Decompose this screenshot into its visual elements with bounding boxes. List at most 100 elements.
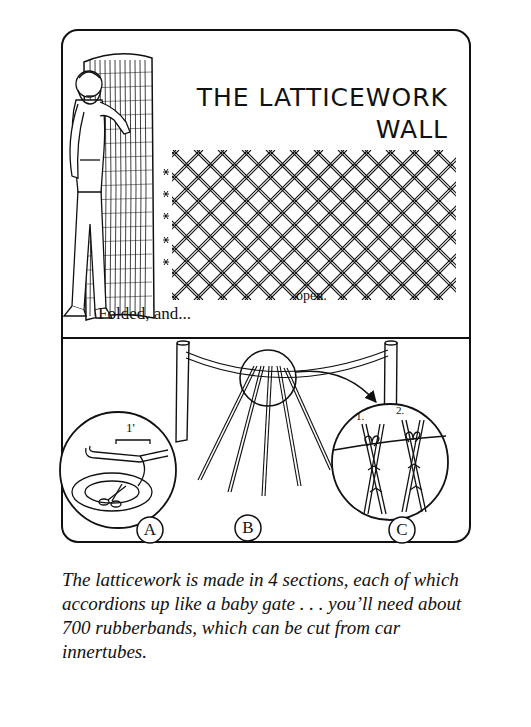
open-lattice (172, 150, 248, 300)
drawing-label: open. (296, 288, 327, 304)
open-lattice (172, 150, 320, 300)
open-lattice (413, 150, 456, 300)
inset-tying (362, 424, 382, 514)
lattice-ends (164, 191, 168, 197)
man-figure (79, 72, 100, 78)
inset-tying (332, 404, 448, 520)
lattice-ends (164, 169, 168, 175)
inset-tying (332, 404, 448, 520)
lattice-strips (265, 366, 272, 496)
drawing-label: 1' (126, 420, 135, 436)
inset-tying (365, 436, 379, 446)
open-lattice (242, 150, 392, 300)
open-lattice (413, 150, 456, 300)
lattice-strips (228, 366, 261, 492)
badge-circle (137, 517, 163, 543)
man-figure (70, 104, 84, 178)
folded-lattice (125, 60, 126, 316)
man-figure (80, 159, 100, 160)
open-lattice (218, 150, 368, 300)
fence-post (385, 341, 397, 345)
badge-circle (389, 517, 415, 543)
open-lattice (172, 150, 272, 300)
inset-innertube (86, 448, 140, 462)
open-lattice (172, 150, 299, 300)
inset-tying (368, 466, 382, 492)
folded-lattice (145, 60, 146, 316)
open-lattice (245, 150, 395, 300)
lattice-strips (198, 366, 333, 496)
man-figure (86, 95, 94, 96)
badge-letter: B (234, 514, 262, 542)
open-lattice (172, 150, 251, 300)
drawing-label: 1. (356, 410, 364, 422)
inset-innertube (140, 450, 168, 456)
open-lattice (434, 150, 456, 300)
lattice-ends (164, 259, 168, 265)
open-lattice (293, 150, 443, 300)
inset-tying (406, 420, 424, 512)
lattice-strips (231, 366, 264, 492)
open-lattice (434, 150, 456, 300)
lattice-ends (163, 169, 169, 265)
folded-lattice (115, 60, 116, 316)
open-lattice (221, 150, 371, 300)
open-lattice (172, 150, 296, 300)
open-lattice (173, 150, 323, 300)
lattice-ends (164, 237, 168, 243)
drawing-label: 2. (396, 404, 404, 416)
open-lattice (197, 150, 347, 300)
folded-lattice (120, 60, 121, 316)
zoom-arrow (296, 371, 376, 402)
inset-innertube (116, 440, 150, 444)
inset-tying (402, 420, 422, 512)
open-lattice (365, 150, 456, 300)
lattice-ends (164, 259, 168, 265)
lattice-ends (164, 213, 168, 219)
open-lattice (172, 150, 456, 300)
man-figure (64, 306, 86, 316)
open-lattice (365, 150, 456, 300)
inset-innertube (85, 481, 139, 503)
badge-letter: A (136, 516, 164, 544)
inset-tying (406, 420, 426, 512)
inset-tying (406, 432, 420, 442)
open-lattice (290, 150, 440, 300)
open-lattice (172, 150, 248, 300)
open-lattice (245, 150, 395, 300)
folded-lattice (140, 60, 141, 316)
open-lattice (218, 150, 368, 300)
man-figure (72, 190, 106, 310)
open-lattice (386, 150, 456, 300)
divider (62, 337, 470, 339)
badge-letter: C (388, 516, 416, 544)
man-figure (78, 90, 101, 104)
open-lattice (293, 150, 443, 300)
lattice-ends (164, 169, 168, 175)
open-lattice (389, 150, 456, 300)
folded-lattice (135, 60, 136, 316)
zoom-circle (240, 350, 296, 406)
inset-innertube (60, 412, 176, 528)
lattice-ends (164, 213, 168, 219)
open-lattice (194, 150, 344, 300)
lattice-strips (280, 366, 301, 486)
letter-badge: A (136, 516, 164, 544)
lattice-strips (287, 368, 333, 470)
title: THE LATTICEWORK WALL (148, 82, 448, 146)
open-lattice (290, 150, 440, 300)
lattice-ends (164, 237, 168, 243)
open-lattice (194, 150, 344, 300)
open-lattice (172, 150, 320, 300)
inset-innertube (99, 499, 109, 505)
open-lattice (172, 150, 299, 300)
inset-innertube (90, 446, 145, 486)
inset-tying (408, 464, 422, 490)
open-lattice (410, 150, 456, 300)
open-lattice (266, 150, 416, 300)
open-lattice (341, 150, 456, 300)
fence-post (177, 341, 189, 345)
open-lattice (172, 150, 251, 300)
open-lattice (269, 150, 419, 300)
inset-innertube (140, 456, 168, 462)
